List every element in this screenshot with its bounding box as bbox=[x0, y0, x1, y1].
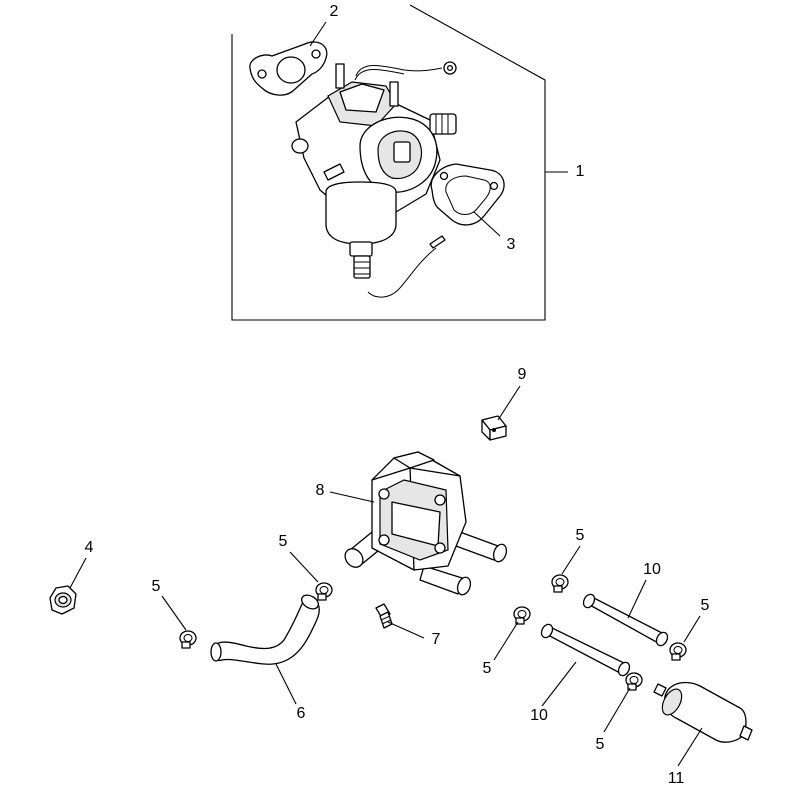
callout-10a: 10 bbox=[643, 561, 661, 578]
fuel-hose-curved[interactable] bbox=[210, 592, 321, 665]
callout-3: 3 bbox=[507, 236, 516, 253]
carburetor[interactable] bbox=[291, 61, 457, 298]
callout-5c: 5 bbox=[576, 527, 585, 544]
fuel-hose-straight-upper[interactable] bbox=[581, 592, 669, 647]
hose-clamp-4[interactable] bbox=[513, 606, 531, 625]
mounting-screw[interactable] bbox=[375, 603, 393, 629]
callout-8: 8 bbox=[316, 482, 325, 499]
fuel-filter[interactable] bbox=[653, 681, 753, 743]
hose-clamp-2[interactable] bbox=[315, 582, 333, 601]
callout-5a: 5 bbox=[152, 578, 161, 595]
callout-9: 9 bbox=[518, 366, 527, 383]
leader-lines bbox=[69, 21, 703, 767]
callout-6: 6 bbox=[297, 705, 306, 722]
callout-10b: 10 bbox=[530, 707, 548, 724]
hose-clamp-6[interactable] bbox=[625, 672, 643, 691]
fuel-pump[interactable] bbox=[341, 451, 508, 597]
carburetor-gasket-lower[interactable] bbox=[430, 163, 505, 226]
hose-clamp-5[interactable] bbox=[669, 642, 687, 661]
callout-1: 1 bbox=[576, 163, 585, 180]
callout-5d: 5 bbox=[483, 660, 492, 677]
callout-11: 11 bbox=[668, 770, 685, 787]
carburetor-gasket-upper[interactable] bbox=[249, 41, 328, 96]
fuel-pump-clip[interactable] bbox=[481, 415, 507, 441]
fuel-hose-straight-lower[interactable] bbox=[539, 622, 631, 677]
callout-5e: 5 bbox=[701, 597, 710, 614]
callout-2: 2 bbox=[330, 3, 339, 20]
hex-nut[interactable] bbox=[49, 585, 77, 615]
hose-clamp-3[interactable] bbox=[551, 574, 569, 593]
hose-clamp-1[interactable] bbox=[179, 630, 197, 649]
callout-5f: 5 bbox=[596, 736, 605, 753]
callout-5b: 5 bbox=[279, 533, 288, 550]
callout-4: 4 bbox=[85, 539, 94, 556]
carburetor-kit-frame bbox=[231, 4, 546, 321]
callout-7: 7 bbox=[432, 631, 441, 648]
